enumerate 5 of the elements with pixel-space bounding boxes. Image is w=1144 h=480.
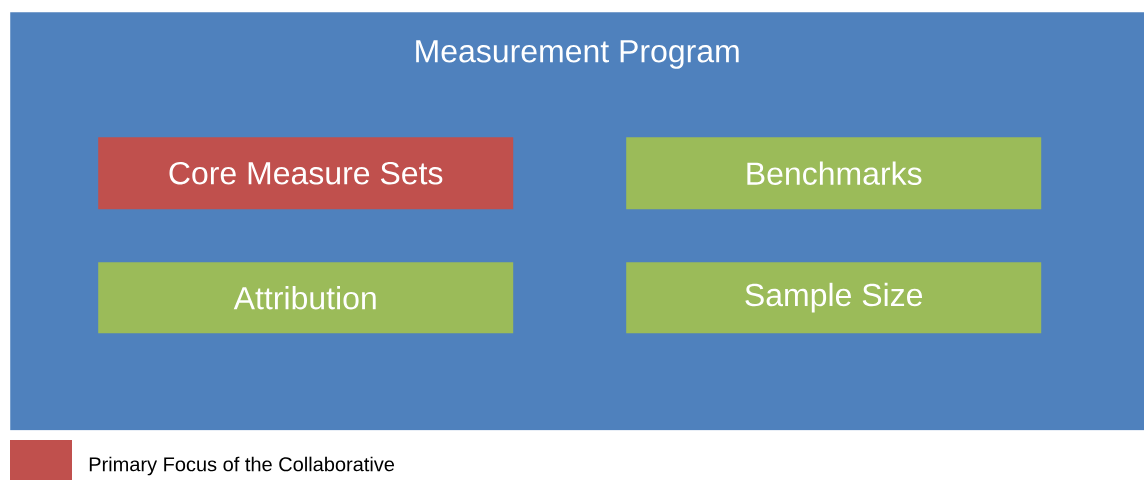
- topic-box: Benchmarks: [626, 137, 1042, 210]
- topic-box: Core Measure Sets: [98, 137, 514, 210]
- legend-label: Primary Focus of the Collaborative: [89, 456, 395, 476]
- topic-box: Sample Size: [626, 262, 1042, 334]
- topic-box: Attribution: [98, 262, 514, 334]
